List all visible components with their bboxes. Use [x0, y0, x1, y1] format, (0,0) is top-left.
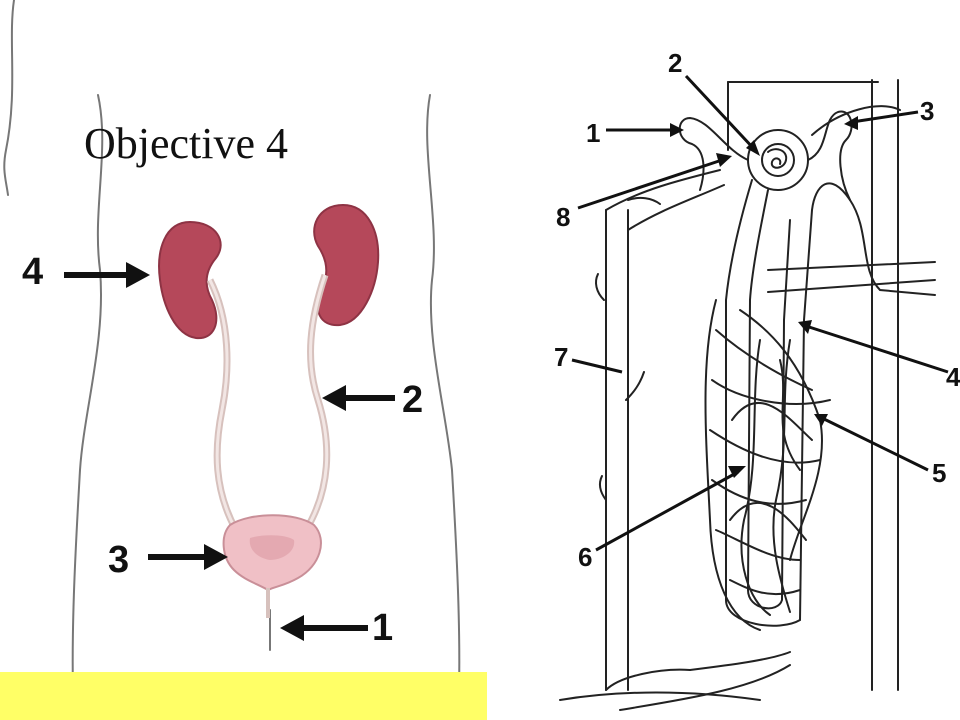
urinary-label-3: 3: [108, 539, 129, 581]
urinary-label-2: 2: [402, 379, 423, 421]
urinary-system-diagram: 4 2 3 1: [3, 0, 461, 720]
bladder-inner: [249, 535, 295, 560]
leader-lines: [571, 74, 949, 552]
nephron-label-2: 2: [668, 48, 682, 78]
nephron-label-7: 7: [554, 342, 568, 372]
urinary-label-4: 4: [22, 251, 43, 293]
nephron-label-6: 6: [578, 542, 592, 572]
left-kidney: [158, 220, 222, 340]
right-kidney: [313, 203, 380, 327]
right-ureter-core: [304, 274, 329, 531]
arrows: [64, 262, 395, 641]
nephron-label-3: 3: [920, 96, 934, 126]
nephron-label-1: 1: [586, 118, 600, 148]
nephron-drawing: [559, 79, 936, 711]
nephron-diagram: 1 2 3 8 7 4 5 6: [554, 48, 960, 711]
highlight-bar: [0, 672, 487, 720]
urinary-label-1: 1: [372, 607, 393, 649]
body-outline: [3, 0, 461, 720]
slide-title: Objective 4: [84, 119, 289, 168]
left-ureter-core: [208, 279, 238, 531]
nephron-label-5: 5: [932, 458, 946, 488]
nephron-label-8: 8: [556, 202, 570, 232]
nephron-label-4: 4: [946, 362, 960, 392]
